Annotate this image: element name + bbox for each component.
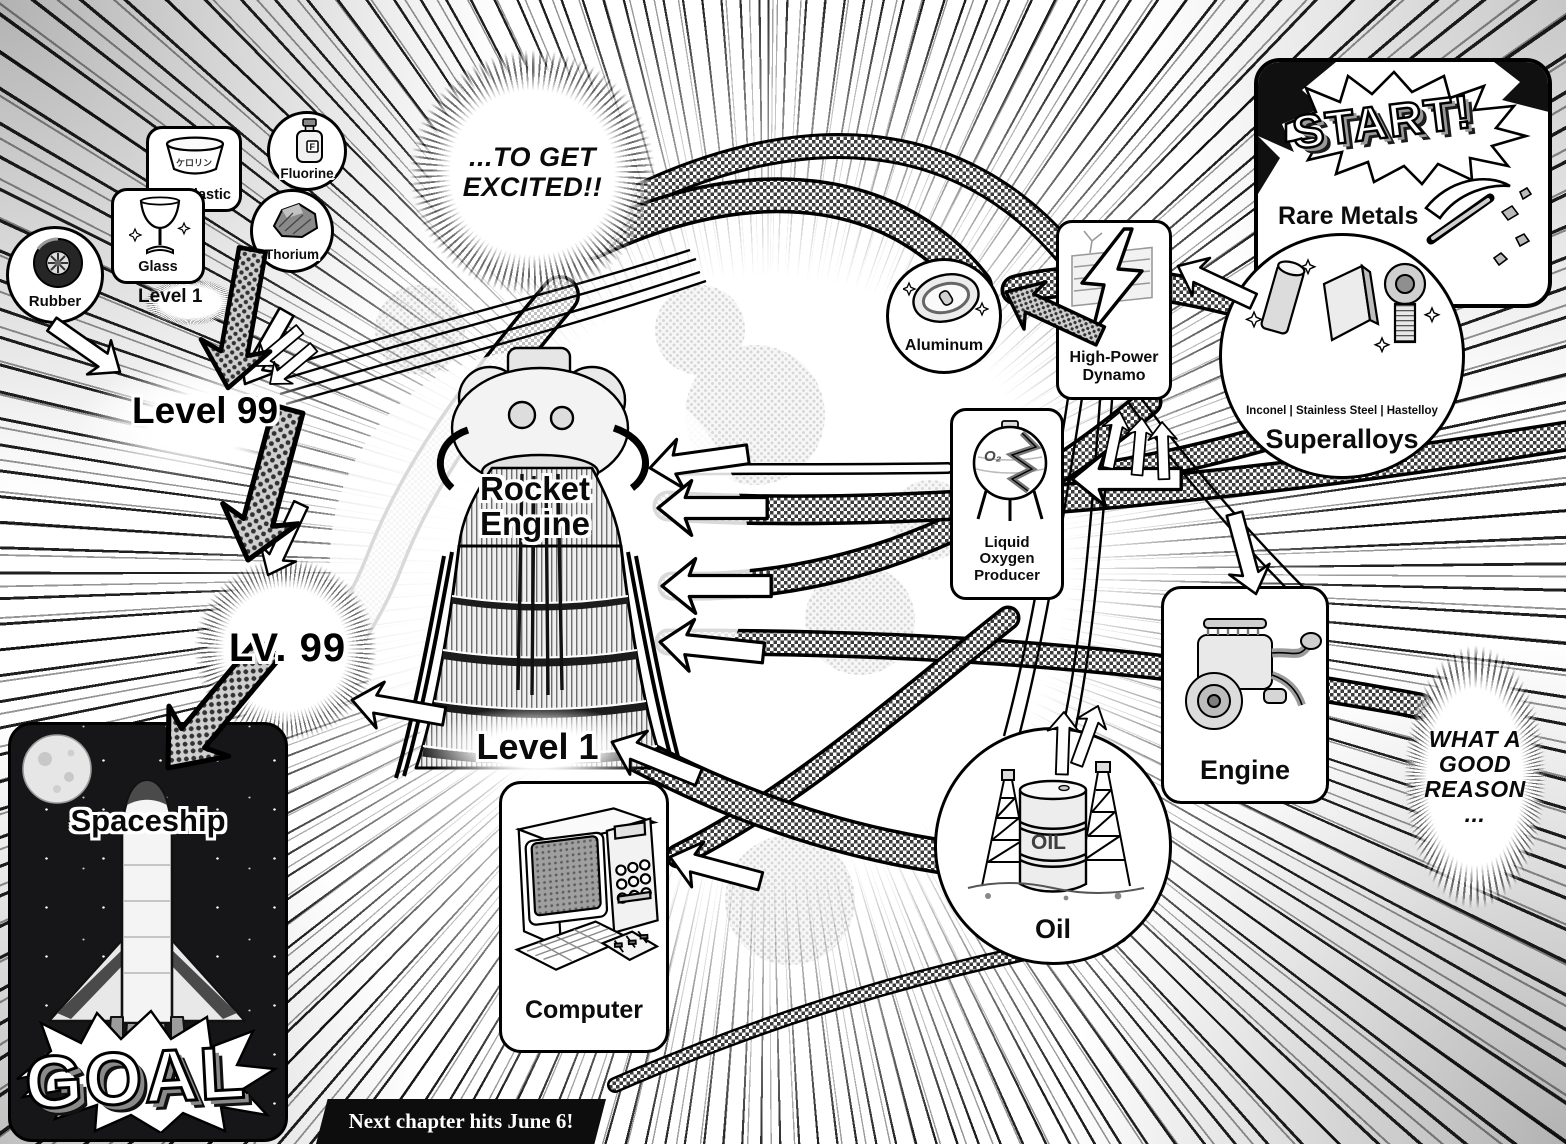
materials-level1-badge: Level 1	[138, 286, 203, 307]
rubber-label: Rubber	[28, 293, 82, 311]
fluorine-bottle-icon: F	[296, 118, 323, 163]
oil-bubble: OIL Oil	[934, 727, 1172, 965]
superalloys-label: Superalloys	[1265, 423, 1419, 454]
pickaxe-icon	[1424, 178, 1533, 267]
next-chapter-text: Next chapter hits June 6!	[348, 1109, 574, 1133]
panel-corner-spikes	[1258, 62, 1548, 194]
superalloy-ingots-icon	[1244, 258, 1441, 354]
lox-tank-text: O₂	[984, 448, 1002, 465]
moon-icon	[22, 734, 92, 804]
lv99-text: LV. 99	[228, 626, 347, 670]
dynamo-lightning-icon	[1071, 227, 1153, 335]
computer-icon	[514, 807, 660, 971]
superalloys-sublabel: Inconel | Stainless Steel | Hastelloy	[1246, 404, 1438, 417]
thorium-label: Thorium	[265, 246, 319, 262]
tire-icon	[33, 237, 83, 288]
thorium-bubble: Thorium	[250, 189, 334, 273]
reason-burst: WHAT A GOOD REASON ...	[1384, 608, 1566, 946]
aluminum-coin-icon	[903, 273, 989, 323]
glass-card: Glass	[111, 188, 205, 284]
spaceship-label: Spaceship	[70, 803, 226, 838]
lox-tank-icon: O₂	[972, 420, 1048, 521]
engine-label: Engine	[1199, 754, 1290, 785]
oil-barrel-text: OIL	[1031, 831, 1066, 854]
fluorine-bubble: F Fluorine	[267, 111, 347, 191]
spaceship-goal-panel: Spaceship GOAL	[8, 722, 288, 1142]
aluminum-bubble: Aluminum	[886, 258, 1002, 374]
oil-barrel-icon: OIL	[967, 761, 1145, 901]
goal-burst	[16, 1009, 279, 1133]
glass-label: Glass	[138, 258, 178, 275]
dynamo-card: High-Power Dynamo	[1056, 220, 1172, 400]
engine-card: Engine	[1161, 586, 1329, 804]
thorium-ore-icon	[272, 202, 319, 239]
rubber-bubble: Rubber	[6, 226, 104, 324]
excited-text: ...TO GET EXCITED!!	[462, 142, 603, 202]
dynamo-label: High-Power Dynamo	[1069, 349, 1159, 385]
glass-goblet-icon	[129, 196, 191, 255]
lox-card: O₂ Liquid Oxygen Producer	[950, 408, 1064, 600]
plastic-bowl-text: ケロリン	[176, 158, 212, 168]
start-label: Rare Metals	[1278, 202, 1419, 230]
level99-text: Level 99	[131, 390, 279, 431]
computer-label: Computer	[524, 996, 644, 1024]
plastic-bowl-icon: ケロリン	[165, 136, 225, 175]
computer-card: Computer	[499, 781, 669, 1053]
rocket-level-label: Level 1	[476, 726, 599, 767]
reason-text: WHAT A GOOD REASON ...	[1424, 726, 1526, 827]
goal-text: GOAL	[21, 1029, 250, 1126]
engine-icon	[1185, 618, 1322, 730]
rocket-engine-label: Rocket Engine	[479, 470, 591, 542]
oil-label: Oil	[1034, 913, 1071, 944]
fluorine-letter: F	[310, 142, 316, 152]
lox-label: Liquid Oxygen Producer	[974, 533, 1040, 585]
start-balloon	[1284, 70, 1531, 186]
next-chapter-banner: Next chapter hits June 6!	[316, 1099, 606, 1144]
fluorine-label: Fluorine	[280, 165, 334, 181]
aluminum-label: Aluminum	[904, 337, 984, 355]
superalloys-bubble: Inconel | Stainless Steel | Hastelloy Su…	[1219, 233, 1465, 479]
excited-burst: ...TO GET EXCITED!!	[375, 15, 690, 330]
